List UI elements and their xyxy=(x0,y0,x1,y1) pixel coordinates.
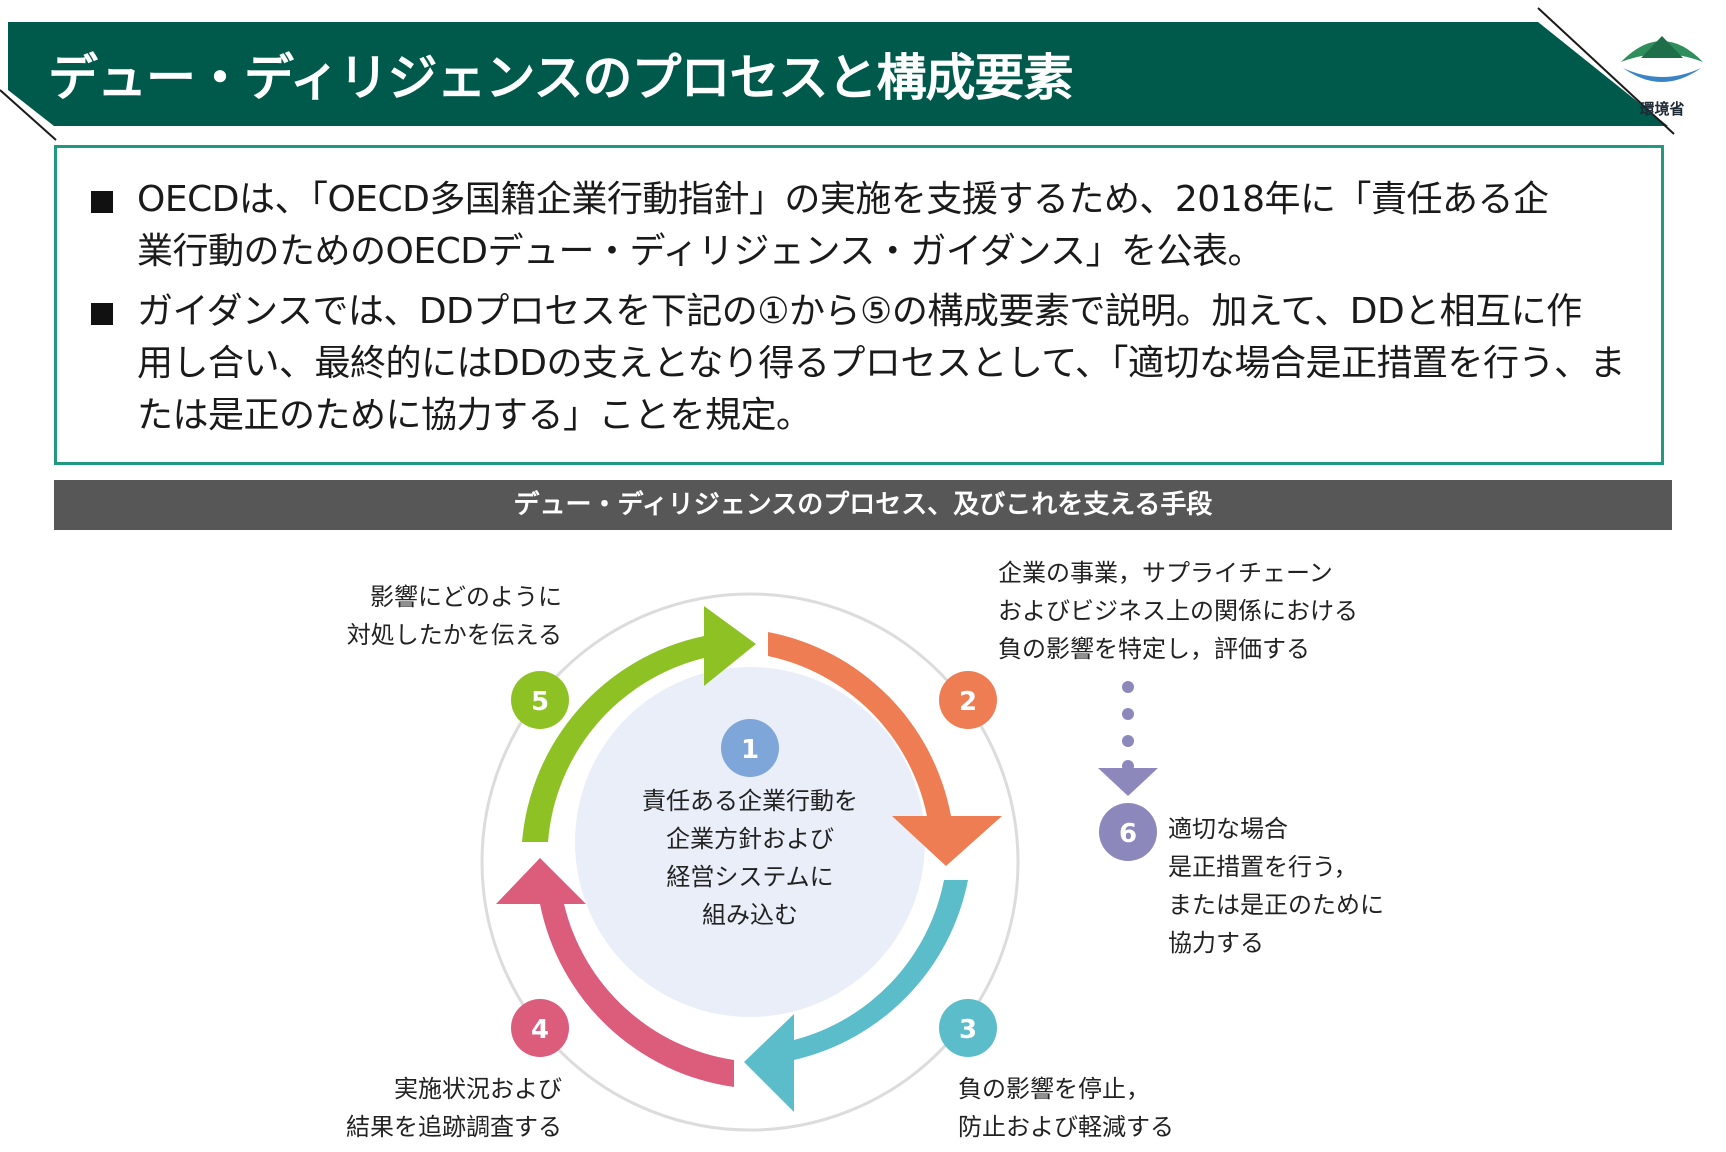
header-band xyxy=(0,7,1675,141)
step-label-line: 結果を追跡調査する xyxy=(346,1113,562,1141)
arrow-segment-2 xyxy=(768,632,1002,866)
ministry-logo-text: 環境省 xyxy=(1639,100,1685,118)
step-badge-circle xyxy=(511,999,569,1057)
step-label-line: 負の影響を特定し，評価する xyxy=(998,635,1310,663)
step-badge-1: 1 xyxy=(721,719,779,777)
summary-bullet-1: OECDは、「OECD多国籍企業行動指針」の実施を支援するため、2018年に「責… xyxy=(91,174,1635,278)
connector-dot xyxy=(1122,708,1134,720)
step-badge-4: 4 xyxy=(511,999,569,1057)
step-badge-circle xyxy=(511,671,569,729)
step-label-line: 責任ある企業行動を xyxy=(642,787,858,815)
step-badge-number: 2 xyxy=(959,687,977,717)
step-label-line: およびビジネス上の関係における xyxy=(998,597,1358,625)
step-badge-3: 3 xyxy=(939,999,997,1057)
step-badge-number: 1 xyxy=(741,735,759,765)
step-3-label: 負の影響を停止， 防止および軽減する xyxy=(958,1070,1174,1146)
arrow-segment-4 xyxy=(496,858,734,1087)
step-badge-5: 5 xyxy=(511,671,569,729)
connector-dot xyxy=(1122,735,1134,747)
step-badge-number: 3 xyxy=(959,1015,977,1045)
step-label-line: 組み込む xyxy=(702,901,798,929)
page-title: デュー・ディリジェンスのプロセスと構成要素 xyxy=(48,49,1074,107)
connector-dots xyxy=(1122,681,1134,772)
down-arrow-icon xyxy=(1098,768,1158,796)
center-circle xyxy=(575,667,925,1017)
square-bullet-icon xyxy=(91,303,113,325)
step-label-line: 企業の事業，サプライチェーン xyxy=(998,559,1333,587)
arrow-segment-5 xyxy=(522,606,756,842)
summary-line: OECDは、「OECD多国籍企業行動指針」の実施を支援するため、2018年に「責… xyxy=(137,179,1549,220)
step-label-line: 負の影響を停止， xyxy=(958,1075,1150,1103)
step-4-label: 実施状況および 結果を追跡調査する xyxy=(300,1070,562,1146)
step-label-line: 企業方針および xyxy=(666,825,834,853)
header-diagonal-right xyxy=(1537,7,1675,135)
step-1-label: 責任ある企業行動を 企業方針および 経営システムに 組み込む xyxy=(600,782,900,934)
step-badge-number: 5 xyxy=(531,687,549,717)
step-badge-circle xyxy=(1099,803,1157,861)
header-band-shape xyxy=(8,22,1668,126)
summary-line: 業行動のためのOECDデュー・ディリジェンス・ガイダンス」を公表。 xyxy=(137,231,1264,272)
step-2-label: 企業の事業，サプライチェーン およびビジネス上の関係における 負の影響を特定し，… xyxy=(998,554,1358,668)
step-badge-circle xyxy=(939,999,997,1057)
header-diagonal-left xyxy=(0,89,57,141)
arrow-segment-3 xyxy=(744,880,968,1112)
section-bar: デュー・ディリジェンスのプロセス、及びこれを支える手段 xyxy=(54,480,1672,530)
step-badge-6: 6 xyxy=(1099,803,1157,861)
step-badge-2: 2 xyxy=(939,671,997,729)
step-badge-number: 4 xyxy=(531,1015,549,1045)
step-label-line: 影響にどのように xyxy=(370,583,562,611)
step-label-line: 是正措置を行う， xyxy=(1168,853,1358,881)
step-label-line: 協力する xyxy=(1168,929,1264,957)
summary-bullet-text: ガイダンスでは、DDプロセスを下記の①から⑤の構成要素で説明。加えて、DDと相互… xyxy=(137,286,1625,442)
step-6-label: 適切な場合 是正措置を行う， または是正のために 協力する xyxy=(1168,810,1384,962)
summary-bullet-2: ガイダンスでは、DDプロセスを下記の①から⑤の構成要素で説明。加えて、DDと相互… xyxy=(91,286,1635,442)
connector-dot xyxy=(1122,681,1134,693)
summary-line: ガイダンスでは、DDプロセスを下記の①から⑤の構成要素で説明。加えて、DDと相互… xyxy=(137,291,1582,332)
step-label-line: 対処したかを伝える xyxy=(346,621,562,649)
ministry-logo: 環境省 xyxy=(1612,26,1712,118)
summary-line: 用し合い、最終的にはDDの支えとなり得るプロセスとして、「適切な場合是正措置を行… xyxy=(137,343,1625,384)
step-label-line: 経営システムに xyxy=(666,863,834,891)
step-label-line: または是正のために xyxy=(1168,891,1384,919)
outer-ring xyxy=(480,592,1020,1132)
step-badge-number: 6 xyxy=(1119,819,1137,849)
square-bullet-icon xyxy=(91,191,113,213)
summary-box: OECDは、「OECD多国籍企業行動指針」の実施を支援するため、2018年に「責… xyxy=(54,145,1664,465)
step-badge-circle xyxy=(721,719,779,777)
summary-line: たは是正のために協力する」ことを規定。 xyxy=(137,395,812,436)
step-5-label: 影響にどのように 対処したかを伝える xyxy=(300,578,562,654)
step-label-line: 防止および軽減する xyxy=(958,1113,1174,1141)
ministry-logo-icon xyxy=(1621,36,1703,82)
step-label-line: 適切な場合 xyxy=(1168,815,1288,843)
step-label-line: 実施状況および xyxy=(394,1075,562,1103)
step-badge-circle xyxy=(939,671,997,729)
summary-bullet-text: OECDは、「OECD多国籍企業行動指針」の実施を支援するため、2018年に「責… xyxy=(137,174,1549,278)
